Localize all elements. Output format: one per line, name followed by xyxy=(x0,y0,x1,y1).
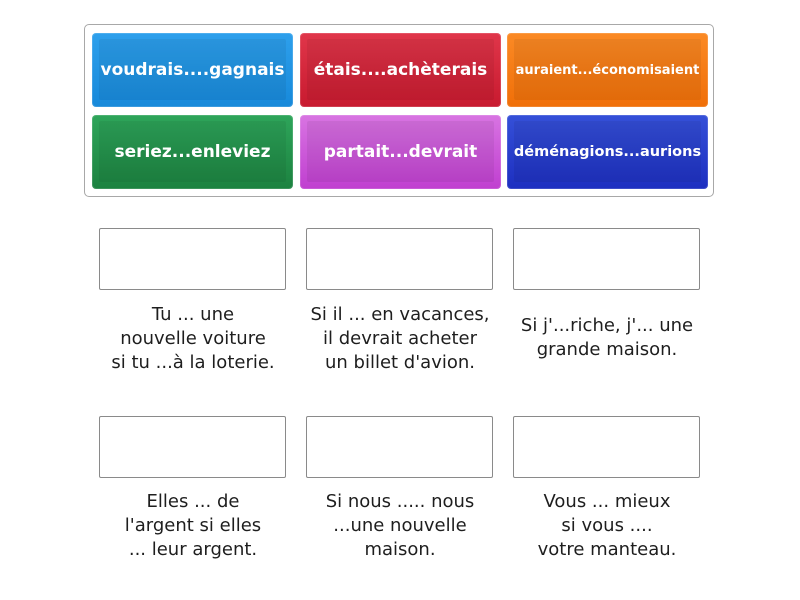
answer-tile-partait-devrait[interactable]: partait...devrait xyxy=(300,115,501,189)
question-line: grande maison. xyxy=(536,339,678,360)
drop-zone-4[interactable] xyxy=(99,416,286,478)
drop-zone-2[interactable] xyxy=(306,228,493,290)
question-line: votre manteau. xyxy=(537,539,677,560)
answer-tile-voudrais-gagnais[interactable]: voudrais....gagnais xyxy=(92,33,293,107)
answer-tile-auraient-economisaient[interactable]: auraient...économisaient xyxy=(507,33,708,107)
tile-label: étais....achèterais xyxy=(313,60,488,80)
question-6: Vous ... mieux si vous .... votre mantea… xyxy=(502,490,712,562)
tile-label: partait...devrait xyxy=(323,142,478,162)
question-line: Si nous ..... nous xyxy=(325,491,475,512)
question-line: ...une nouvelle xyxy=(333,515,467,536)
question-line: il devrait acheter xyxy=(322,328,478,349)
question-line: Si j'...riche, j'... une xyxy=(520,315,694,336)
question-line: Vous ... mieux xyxy=(543,491,671,512)
question-line: Tu ... une xyxy=(151,304,235,325)
question-1: Tu ... une nouvelle voiture si tu ...à l… xyxy=(88,303,298,375)
tile-label: auraient...économisaient xyxy=(515,62,700,78)
drop-zone-1[interactable] xyxy=(99,228,286,290)
answer-tile-seriez-enleviez[interactable]: seriez...enleviez xyxy=(92,115,293,189)
question-line: l'argent si elles xyxy=(124,515,262,536)
question-line: un billet d'avion. xyxy=(324,352,476,373)
question-line: maison. xyxy=(364,539,436,560)
question-line: Elles ... de xyxy=(146,491,240,512)
tile-label: déménagions...aurions xyxy=(513,144,702,160)
question-5: Si nous ..... nous ...une nouvelle maiso… xyxy=(295,490,505,562)
drop-zone-6[interactable] xyxy=(513,416,700,478)
drop-zone-3[interactable] xyxy=(513,228,700,290)
question-4: Elles ... de l'argent si elles ... leur … xyxy=(88,490,298,562)
drop-zone-5[interactable] xyxy=(306,416,493,478)
answer-tile-demenagions-aurions[interactable]: déménagions...aurions xyxy=(507,115,708,189)
question-line: Si il ... en vacances, xyxy=(310,304,490,325)
tile-label: seriez...enleviez xyxy=(114,142,271,162)
question-3: Si j'...riche, j'... une grande maison. xyxy=(502,314,712,362)
question-line: ... leur argent. xyxy=(128,539,258,560)
tile-label: voudrais....gagnais xyxy=(100,60,285,80)
question-2: Si il ... en vacances, il devrait achete… xyxy=(295,303,505,375)
question-line: nouvelle voiture xyxy=(120,328,266,349)
question-line: si vous .... xyxy=(561,515,653,536)
answer-tile-etais-acheterais[interactable]: étais....achèterais xyxy=(300,33,501,107)
question-line: si tu ...à la loterie. xyxy=(111,352,275,373)
